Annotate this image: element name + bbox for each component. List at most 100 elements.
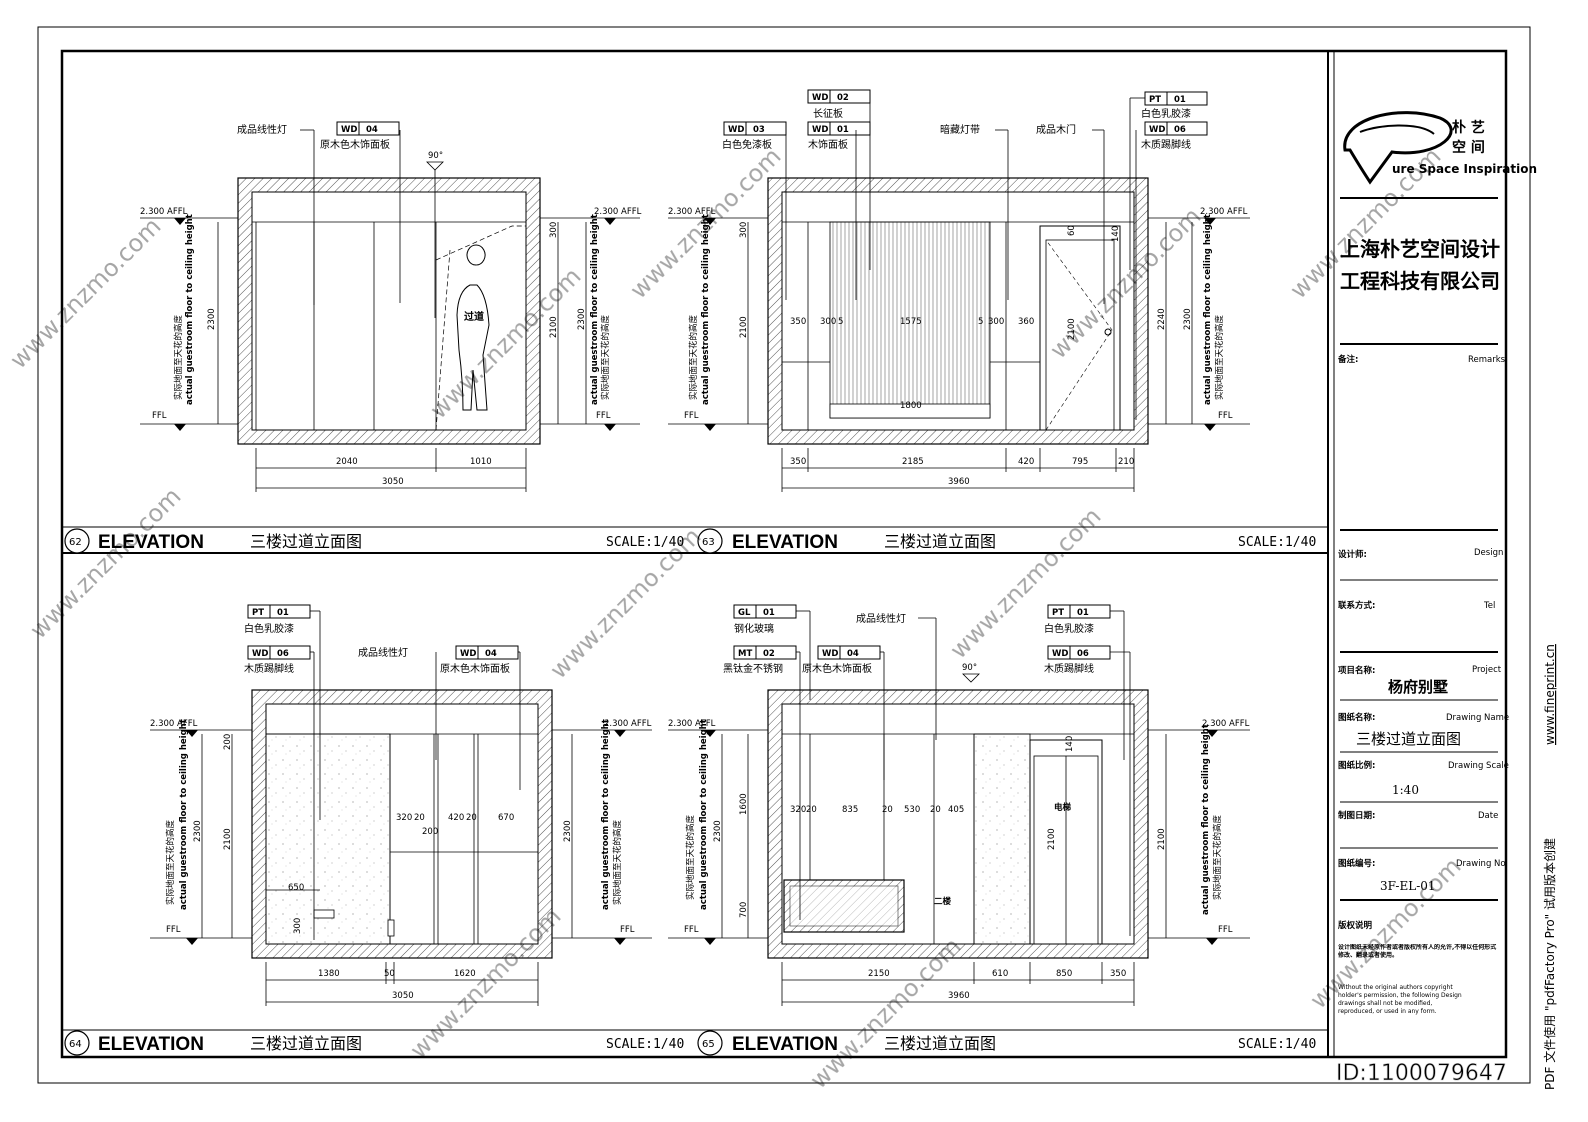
svg-text:2185: 2185	[902, 457, 924, 467]
svg-text:actual guestroom floor to ceil: actual guestroom floor to ceiling height	[179, 719, 189, 910]
svg-text:www.znzmo.com: www.znzmo.com	[944, 502, 1106, 664]
svg-text:actual guestroom floor to ceil: actual guestroom floor to ceiling height	[1201, 724, 1211, 915]
svg-text:20: 20	[414, 813, 425, 823]
svg-text:备注:: 备注:	[1337, 354, 1358, 365]
svg-text:20: 20	[882, 805, 893, 815]
svg-text:FFL: FFL	[684, 411, 699, 421]
svg-text:5: 5	[978, 317, 983, 327]
svg-text:670: 670	[498, 813, 514, 823]
title-bar-63: 63 ELEVATION 三楼过道立面图 SCALE:1/40	[697, 528, 1316, 554]
svg-text:白色乳胶漆: 白色乳胶漆	[1141, 107, 1191, 120]
svg-text:62: 62	[69, 537, 82, 548]
svg-text:405: 405	[948, 805, 964, 815]
svg-text:实际地面至天花的高度: 实际地面至天花的高度	[1214, 314, 1225, 400]
svg-text:actual guestroom floor to ceil: actual guestroom floor to ceiling height	[701, 214, 711, 405]
svg-text:FFL: FFL	[152, 411, 167, 421]
svg-text:850: 850	[1056, 969, 1072, 979]
svg-text:1800: 1800	[900, 401, 922, 411]
svg-text:木饰面板: 木饰面板	[808, 138, 848, 151]
svg-text:01: 01	[277, 608, 289, 618]
svg-text:Date: Date	[1478, 811, 1498, 821]
svg-text:原木色木饰面板: 原木色木饰面板	[440, 662, 510, 675]
svg-text:02: 02	[763, 649, 775, 659]
svg-text:WD: WD	[728, 125, 744, 135]
svg-text:60: 60	[1067, 225, 1077, 236]
svg-text:实际地面至天花的高度: 实际地面至天花的高度	[173, 314, 184, 400]
svg-text:WD: WD	[252, 649, 268, 659]
svg-text:2.300 AFFL: 2.300 AFFL	[1202, 719, 1250, 729]
svg-text:FFL: FFL	[1218, 925, 1233, 935]
company-logo: 朴 艺 空 间 ure Space Inspiration	[1343, 111, 1537, 185]
svg-text:GL: GL	[738, 608, 751, 618]
svg-text:钢化玻璃: 钢化玻璃	[734, 622, 774, 635]
svg-text:actual guestroom floor to ceil: actual guestroom floor to ceiling height	[699, 719, 709, 910]
svg-text:联系方式:: 联系方式:	[1338, 600, 1375, 611]
human-figure	[456, 244, 490, 411]
svg-text:63: 63	[702, 537, 715, 548]
tag-mt02: MT 02 黑钛金不锈钢	[723, 645, 797, 675]
svg-text:FFL: FFL	[684, 925, 699, 935]
svg-text:actual guestroom floor to ceil: actual guestroom floor to ceiling height	[601, 719, 611, 910]
svg-text:2.300 AFFL: 2.300 AFFL	[150, 719, 198, 729]
label-linear-light: 成品线性灯	[856, 612, 906, 625]
tag-wd01: WD 01 木饰面板	[807, 121, 871, 151]
svg-text:420: 420	[448, 813, 464, 823]
svg-text:WD: WD	[812, 93, 828, 103]
svg-text:实际地面至天花的高度: 实际地面至天花的高度	[685, 814, 696, 900]
svg-text:650: 650	[288, 883, 304, 893]
tag-wd04: WD 04 原木色木饰面板	[320, 121, 400, 151]
svg-text:WD: WD	[812, 125, 828, 135]
svg-text:三楼过道立面图: 三楼过道立面图	[250, 1034, 362, 1053]
svg-text:FFL: FFL	[596, 411, 611, 421]
svg-text:2100: 2100	[1067, 318, 1077, 340]
label-wood-door: 成品木门	[1036, 123, 1076, 136]
svg-text:WD: WD	[460, 649, 476, 659]
svg-text:700: 700	[739, 902, 749, 918]
drawing-name: 三楼过道立面图	[1356, 730, 1461, 748]
svg-text:朴 艺: 朴 艺	[1452, 119, 1485, 136]
svg-text:Project: Project	[1472, 665, 1502, 675]
svg-text:图纸编号:: 图纸编号:	[1338, 858, 1375, 869]
svg-text:2040: 2040	[336, 457, 358, 467]
svg-text:2300: 2300	[577, 308, 587, 330]
svg-text:1575: 1575	[900, 317, 922, 327]
svg-text:2100: 2100	[1047, 828, 1057, 850]
pdf-link[interactable]: www.fineprint.cn	[1543, 644, 1557, 745]
svg-text:20: 20	[466, 813, 477, 823]
svg-text:SCALE:1/40: SCALE:1/40	[606, 535, 684, 550]
svg-text:06: 06	[1077, 649, 1089, 659]
svg-text:2.300 AFFL: 2.300 AFFL	[140, 207, 188, 217]
svg-text:530: 530	[904, 805, 920, 815]
tag-wd06: WD 06 木质踢脚线	[1141, 121, 1208, 151]
svg-text:三楼过道立面图: 三楼过道立面图	[250, 532, 362, 551]
svg-text:WD: WD	[1052, 649, 1068, 659]
drawing-scale: 1:40	[1392, 783, 1419, 797]
svg-text:06: 06	[277, 649, 289, 659]
svg-text:ELEVATION: ELEVATION	[732, 532, 838, 553]
svg-text:2.300 AFFL: 2.300 AFFL	[668, 207, 716, 217]
svg-text:Design: Design	[1474, 548, 1503, 558]
svg-text:设计师:: 设计师:	[1338, 549, 1367, 560]
svg-text:2300: 2300	[1183, 308, 1193, 330]
svg-text:FFL: FFL	[1218, 411, 1233, 421]
svg-text:04: 04	[366, 125, 378, 135]
elevation-63: WD 02 长征板 WD 03 白色免漆板 WD 01 木饰面板 PT 01 白…	[668, 89, 1250, 492]
tag-pt01: PT 01 白色乳胶漆	[1044, 604, 1111, 635]
svg-text:2300: 2300	[713, 820, 723, 842]
svg-text:610: 610	[992, 969, 1008, 979]
svg-text:木质踢脚线: 木质踢脚线	[1141, 138, 1191, 151]
svg-text:1380: 1380	[318, 969, 340, 979]
svg-text:ELEVATION: ELEVATION	[732, 1034, 838, 1055]
svg-text:版权说明: 版权说明	[1337, 920, 1373, 931]
svg-text:210: 210	[1118, 457, 1134, 467]
svg-text:PT: PT	[1149, 95, 1161, 105]
svg-text:300: 300	[988, 317, 1004, 327]
svg-text:835: 835	[842, 805, 858, 815]
svg-text:三楼过道立面图: 三楼过道立面图	[884, 532, 996, 551]
svg-text:实际地面至天花的高度: 实际地面至天花的高度	[600, 314, 611, 400]
svg-text:ELEVATION: ELEVATION	[98, 1034, 204, 1055]
svg-text:300: 300	[293, 918, 303, 934]
svg-text:实际地面至天花的高度: 实际地面至天花的高度	[165, 819, 176, 905]
title-block: 朴 艺 空 间 ure Space Inspiration 上海朴艺空间设计 工…	[1337, 111, 1537, 1015]
